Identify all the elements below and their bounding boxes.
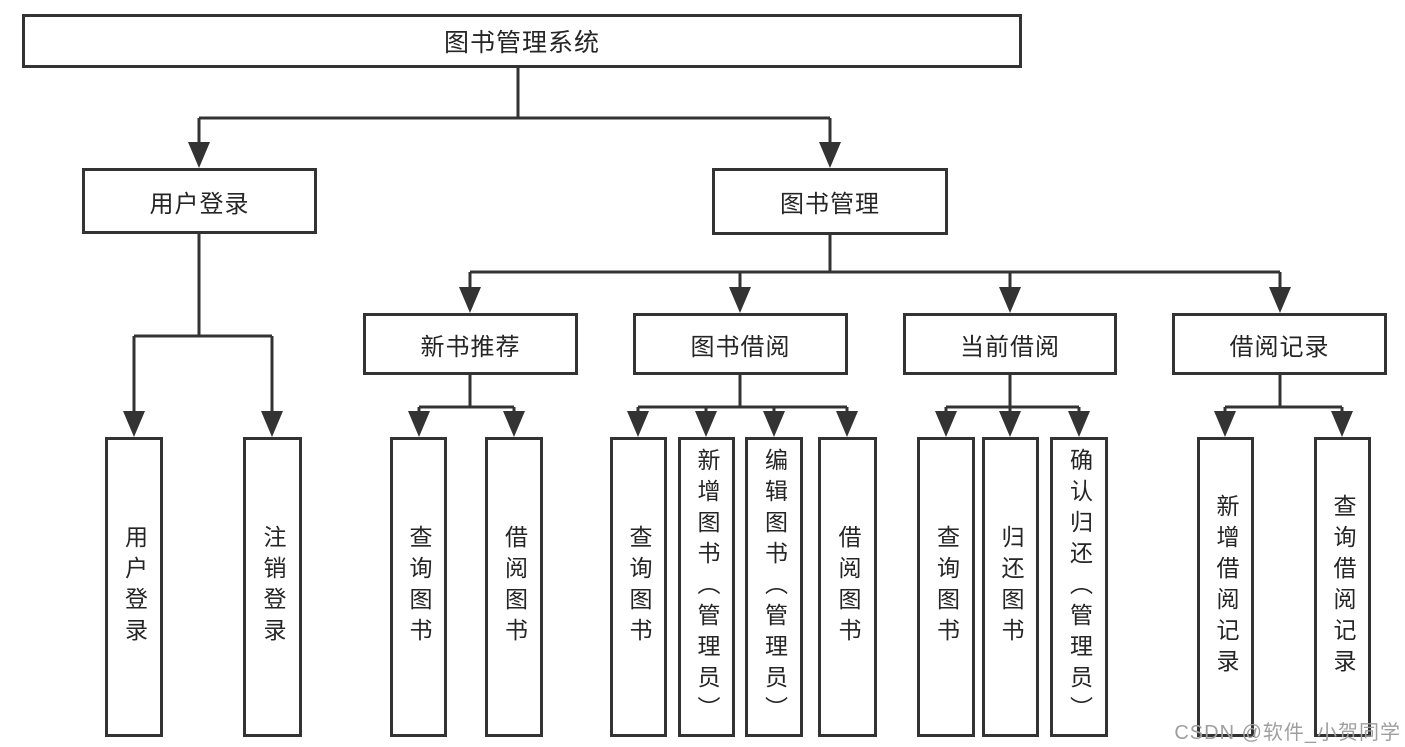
leaf-label: 借阅图书 xyxy=(501,525,528,649)
leaf-label: 注销登录 xyxy=(260,525,286,649)
node-label: 当前借阅 xyxy=(960,333,1060,361)
leaf-borrow-books: 借阅图书 xyxy=(818,437,877,737)
leaf-label: 查询图书 xyxy=(406,525,432,649)
leaf-label: 查询图书 xyxy=(933,525,960,649)
arrowheads xyxy=(123,142,1353,437)
leaf-edit-books-admin: 编辑图书（管理员） xyxy=(745,437,803,737)
node-label: 用户登录 xyxy=(149,190,250,218)
csdn-watermark: CSDN @软件_小贺同学 xyxy=(1174,722,1401,744)
node-library-management-system: 图书管理系统 xyxy=(22,14,1022,68)
leaf-return-books: 归还图书 xyxy=(982,437,1039,737)
node-label: 图书管理系统 xyxy=(443,29,600,57)
leaf-newbook-query-books: 查询图书 xyxy=(390,437,447,737)
node-label: 新书推荐 xyxy=(420,333,521,361)
node-user-login: 用户登录 xyxy=(82,168,317,234)
leaf-label: 确认归还（管理员） xyxy=(1066,447,1093,727)
node-label: 借阅记录 xyxy=(1229,333,1330,361)
leaf-confirm-return-admin: 确认归还（管理员） xyxy=(1050,437,1108,737)
leaf-user-login: 用户登录 xyxy=(105,437,163,737)
leaf-label: 用户登录 xyxy=(121,525,148,649)
leaf-add-books-admin: 新增图书（管理员） xyxy=(678,437,735,737)
node-borrowing-records: 借阅记录 xyxy=(1172,313,1387,375)
leaf-label: 查询借阅记录 xyxy=(1330,494,1356,680)
node-book-management: 图书管理 xyxy=(712,168,948,235)
leaf-label: 新增借阅记录 xyxy=(1213,494,1239,680)
leaf-logout: 注销登录 xyxy=(243,437,302,737)
leaf-label: 查询图书 xyxy=(626,525,652,649)
leaf-label: 编辑图书（管理员） xyxy=(761,447,788,727)
node-book-borrowing: 图书借阅 xyxy=(633,313,848,375)
leaf-current-query-books: 查询图书 xyxy=(917,437,975,737)
node-current-borrowing: 当前借阅 xyxy=(903,313,1117,375)
leaf-borrow-query-books: 查询图书 xyxy=(610,437,667,737)
node-label: 图书借阅 xyxy=(690,333,791,361)
leaf-label: 新增图书（管理员） xyxy=(694,447,720,727)
leaf-label: 归还图书 xyxy=(998,525,1024,649)
leaf-add-borrow-record: 新增借阅记录 xyxy=(1197,437,1254,737)
connector-path xyxy=(132,68,1344,414)
node-label: 图书管理 xyxy=(780,191,880,218)
leaf-query-borrow-record: 查询借阅记录 xyxy=(1314,437,1371,737)
leaf-label: 借阅图书 xyxy=(835,525,861,649)
leaf-newbook-borrow-books: 借阅图书 xyxy=(485,437,543,737)
node-new-book-recommendation: 新书推荐 xyxy=(363,313,578,375)
